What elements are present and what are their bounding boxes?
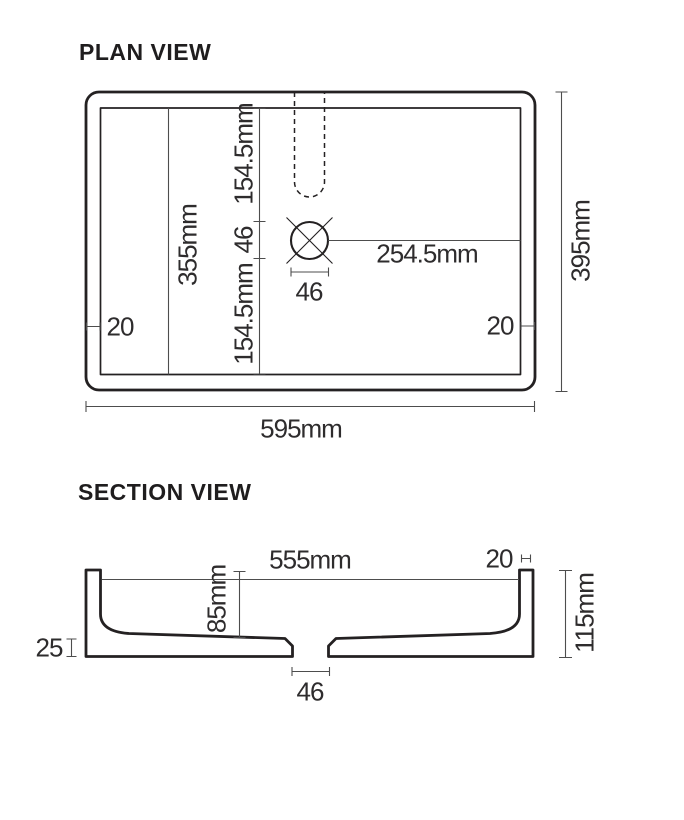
dim-tick-rim-left: [85, 322, 101, 331]
dim-line-drain-segments: [253, 107, 266, 375]
label-base-thickness: 25: [35, 632, 64, 663]
section-profile-left: [84, 568, 294, 658]
label-drain-to-inner-edge: 254.5mm: [376, 238, 478, 269]
label-drain-diameter: 46: [295, 276, 324, 307]
section-view-title: SECTION VIEW: [78, 479, 252, 505]
label-overall-width: 595mm: [260, 413, 343, 444]
dim-tick-rim-section: [520, 554, 532, 563]
label-overall-depth: 395mm: [565, 200, 596, 282]
label-segment-top: 154.5mm: [228, 103, 259, 205]
tap-hole-dashed-outline: [293, 92, 326, 198]
label-rim-right: 20: [486, 310, 515, 341]
plan-view-title: PLAN VIEW: [79, 39, 212, 65]
basin-inner-rect: [99, 107, 522, 376]
dim-line-overall-width: [85, 401, 536, 412]
label-segment-bottom: 154.5mm: [228, 263, 259, 365]
dim-tick-rim-right: [520, 322, 536, 330]
label-section-overall-height: 115mm: [569, 573, 600, 653]
label-inner-depth: 355mm: [172, 204, 203, 286]
label-segment-drain: 46: [228, 226, 259, 254]
basin-outer-rect: [84, 90, 537, 392]
dim-line-drain-width-section: [291, 667, 331, 676]
dim-line-drain-diameter: [290, 267, 330, 277]
label-section-rim-thickness: 20: [485, 543, 514, 574]
dim-line-bowl-depth: [233, 570, 246, 639]
label-rim-left: 20: [106, 311, 135, 342]
drain-cross-lines: [286, 217, 333, 264]
plan-view-drawing: [84, 90, 568, 412]
label-bowl-depth: 85mm: [201, 564, 232, 634]
dim-line-overall-height: [559, 569, 572, 659]
dim-tick-base-thickness: [66, 638, 77, 658]
section-profile-right: [327, 568, 535, 658]
dim-line-overall-depth: [555, 91, 568, 393]
label-section-inner-width: 555mm: [269, 544, 352, 575]
section-view-drawing: [66, 554, 572, 676]
label-section-drain-width: 46: [296, 676, 325, 707]
